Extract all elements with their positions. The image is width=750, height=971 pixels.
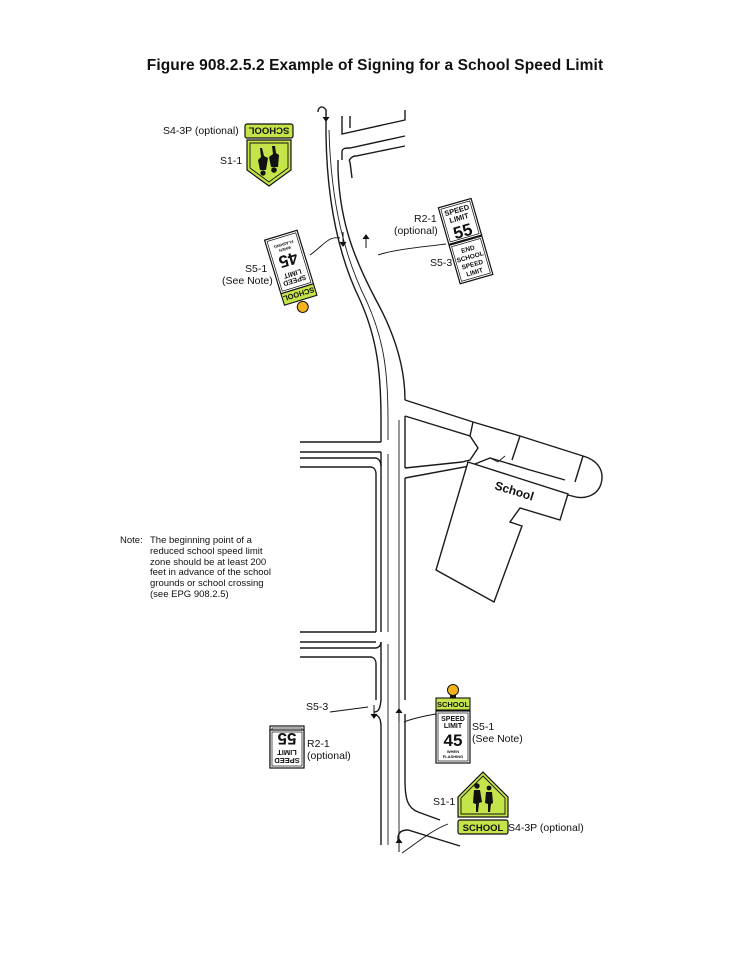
label-bottom-s5-3: S5-3	[306, 701, 329, 713]
note-line: feet in advance of the school	[150, 567, 271, 579]
top-s5-1-flashing: FLASHING	[273, 239, 294, 250]
top-s4-3p-plaque	[244, 123, 294, 139]
bottom-s5-1-when: WHEN	[447, 749, 459, 754]
note-line: zone should be at least 200	[150, 556, 267, 568]
top-s1-1-pedestrians-icon	[258, 146, 279, 176]
bottom-s5-1-limit: LIMIT	[444, 723, 463, 730]
top-s5-3-limit: LIMIT	[466, 267, 484, 278]
leader-top-right	[377, 243, 447, 256]
bottom-r2-1-value: 55	[278, 729, 297, 748]
bottom-s4-3p-text: SCHOOL	[463, 823, 504, 834]
label-top-s4-3p: S4-3P (optional)	[163, 125, 239, 137]
bottom-school-sign-assembly: SCHOOL	[457, 771, 509, 835]
bottom-s5-1-flashing: FLASHING	[443, 754, 463, 759]
top-school-sign-assembly: SCHOOL	[244, 123, 294, 187]
main-road-right-edge	[337, 160, 406, 401]
bottom-s5-1-school-text: SCHOOL	[437, 700, 470, 709]
top-s5-1-beacon-icon	[296, 300, 309, 313]
label-top-r2-1: R2-1	[414, 213, 437, 225]
bottom-s5-1-school-band	[435, 697, 471, 711]
label-bottom-r2-1: R2-1	[307, 738, 330, 750]
top-s4-3p-text: SCHOOL	[248, 125, 289, 136]
leader-top-left	[309, 237, 341, 256]
direction-arrows	[322, 110, 403, 852]
label-bottom-s1-1: S1-1	[433, 796, 456, 808]
leader-lines	[309, 237, 449, 854]
bottom-s5-1-speed: SPEED	[441, 716, 465, 723]
bottom-s1-1-pentagon	[457, 771, 509, 818]
top-s5-1-value: 45	[276, 248, 300, 272]
figure-title: Figure 908.2.5.2 Example of Signing for …	[146, 57, 604, 74]
top-s5-3-end: END	[461, 244, 476, 255]
label-bottom-s4-3p: S4-3P (optional)	[508, 822, 584, 834]
top-s5-3-sign	[448, 235, 494, 285]
note-body: The beginning point of a reduced school …	[150, 535, 271, 601]
label-bottom-s5-1-note: (See Note)	[472, 733, 523, 745]
main-road-left-edge	[317, 106, 382, 442]
note-label: Note:	[120, 535, 143, 546]
bottom-s5-1-assembly: SCHOOL SPEED LIMIT 45 WHEN FLASHING	[435, 684, 471, 764]
label-top-s5-1: S5-1	[245, 263, 268, 275]
left-side-road-mid	[300, 457, 382, 467]
school-building: School	[435, 461, 569, 604]
bottom-r2-1-assembly: SPEED LIMIT 55	[269, 729, 305, 769]
note-line: reduced school speed limit	[150, 545, 263, 557]
leader-bottom-left	[329, 706, 369, 713]
bottom-r2-1-sign	[269, 729, 305, 769]
label-bottom-r2-1-optional: (optional)	[307, 750, 351, 762]
bottom-r2-1-speed: SPEED	[274, 756, 300, 765]
main-road-lane-line	[328, 129, 389, 440]
top-s5-1-school-band	[280, 283, 318, 306]
label-top-s5-3: S5-3	[430, 257, 453, 269]
bottom-r2-1-limit: LIMIT	[277, 748, 297, 757]
top-right-sign-assembly: SPEED LIMIT 55 END SCHOOL SPEED LIMIT	[437, 197, 494, 285]
upper-cross-road	[341, 110, 406, 135]
label-bottom-s5-1: S5-1	[472, 721, 495, 733]
roadway-network	[300, 106, 603, 847]
bottom-s1-1-pedestrians-icon	[473, 783, 493, 812]
leader-bottom-right	[403, 713, 437, 723]
note-line: (see EPG 908.2.5)	[150, 588, 229, 600]
leader-bottom-crossing	[401, 823, 449, 854]
top-r2-1-sign	[437, 197, 483, 246]
top-s5-1-assembly: SPEED LIMIT 45 WHEN FLASHING SCHOOL	[263, 229, 318, 313]
bottom-s5-1-beacon-icon	[447, 684, 459, 696]
note-line: The beginning point of a	[150, 535, 252, 546]
top-s1-1-pentagon	[246, 139, 292, 187]
label-top-r2-1-optional: (optional)	[394, 225, 438, 237]
top-r2-1-value: 55	[451, 220, 474, 243]
top-s5-1-when: WHEN	[278, 245, 291, 253]
school-driveway	[404, 399, 603, 499]
bottom-s4-3p-plaque	[457, 819, 509, 835]
bottom-s5-1-sign	[435, 710, 471, 764]
label-top-s1-1: S1-1	[220, 155, 243, 167]
bottom-s5-1-value: 45	[444, 731, 463, 750]
note-line: grounds or school crossing	[150, 578, 264, 590]
label-top-s5-1-note: (See Note)	[222, 275, 273, 287]
